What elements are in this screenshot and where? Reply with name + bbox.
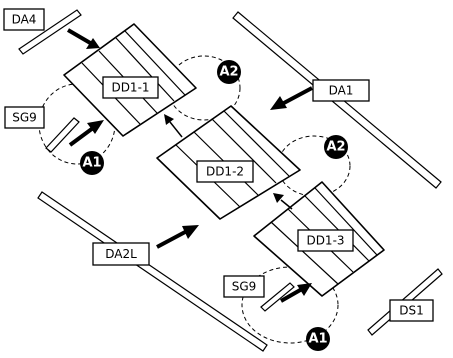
label-dd1-2-text: DD1-2 xyxy=(206,165,244,179)
label-dd1-1-text: DD1-1 xyxy=(111,81,149,95)
label-sg9-bottom: SG9 xyxy=(224,276,264,297)
badge-a1-bottom-text: A1 xyxy=(308,332,327,347)
badge-a2-top: A2 xyxy=(217,60,241,84)
badge-a1-bottom: A1 xyxy=(306,327,330,351)
label-dd1-3: DD1-3 xyxy=(298,230,353,251)
badge-a1-left: A1 xyxy=(80,151,104,175)
label-da1: DA1 xyxy=(313,80,369,101)
label-da2l: DA2L xyxy=(93,243,149,265)
label-sg9-top-text: SG9 xyxy=(12,111,37,125)
label-dd1-1: DD1-1 xyxy=(103,77,158,98)
label-da2l-text: DA2L xyxy=(105,247,137,261)
badge-a1-left-text: A1 xyxy=(82,156,101,171)
sg9-bar-top xyxy=(46,118,79,152)
label-dd1-2: DD1-2 xyxy=(197,161,253,182)
label-ds1: DS1 xyxy=(390,300,433,321)
label-da4: DA4 xyxy=(4,9,44,30)
badge-a2-top-text: A2 xyxy=(219,65,238,80)
label-da4-text: DA4 xyxy=(12,13,37,27)
label-dd1-3-text: DD1-3 xyxy=(306,234,344,248)
label-sg9-bottom-text: SG9 xyxy=(232,280,257,294)
label-ds1-text: DS1 xyxy=(399,304,424,318)
badge-a2-mid-text: A2 xyxy=(326,140,345,155)
label-da1-text: DA1 xyxy=(329,84,354,98)
arrow-dd1-2-to-dd1-1 xyxy=(164,114,182,137)
arrow-da2l xyxy=(157,225,199,247)
arrow-da4 xyxy=(68,30,100,49)
rail-da2l xyxy=(38,192,267,351)
label-sg9-top: SG9 xyxy=(5,107,44,128)
arrow-dd1-3-to-dd1-2 xyxy=(273,193,292,209)
badge-a2-mid: A2 xyxy=(324,135,348,159)
arrow-da1 xyxy=(270,88,312,110)
